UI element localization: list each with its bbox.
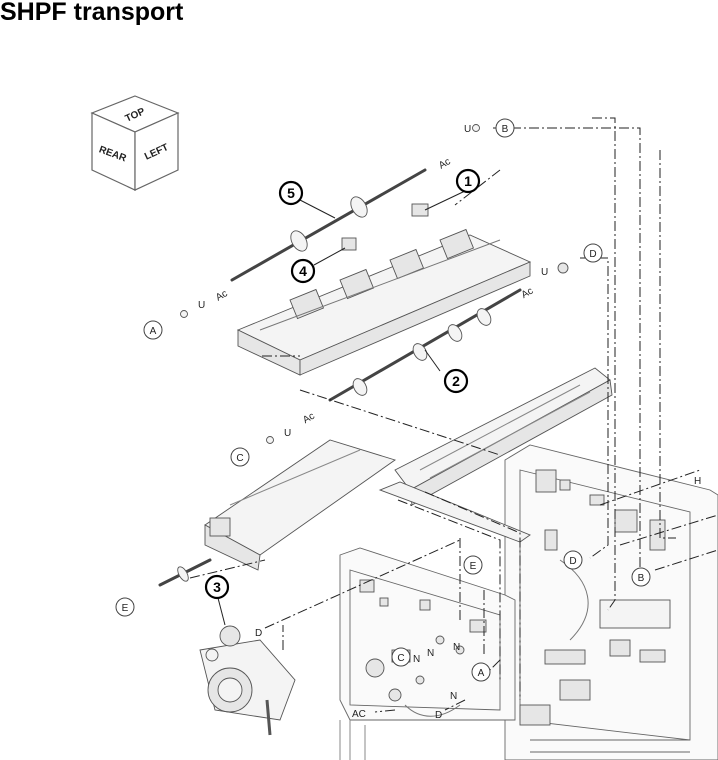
marker-d	[563, 550, 583, 570]
marker-c	[391, 647, 411, 667]
label-u: U	[464, 124, 471, 135]
marker-a	[143, 320, 163, 340]
connector-1	[411, 203, 429, 217]
callout-4	[290, 258, 316, 284]
orientation-cube: TOP REAR LEFT	[90, 95, 180, 191]
fastener-labels: U Ac U Ac U Ac U Ac D N N N N AC D H	[180, 124, 701, 721]
marker-b	[631, 567, 651, 587]
marker-a	[471, 662, 491, 682]
svg-text:C: C	[397, 653, 404, 664]
label-n: N	[413, 654, 420, 665]
label-n: N	[427, 648, 434, 659]
svg-text:B: B	[638, 573, 645, 584]
label-ac: Ac	[437, 156, 453, 171]
connector-4	[341, 237, 357, 251]
label-d: D	[255, 628, 262, 639]
label-u: U	[198, 300, 205, 311]
callout-3	[204, 574, 230, 600]
label-d: D	[435, 710, 442, 721]
label-n: N	[453, 642, 460, 653]
label-ac: Ac	[301, 411, 317, 426]
label-u: U	[284, 428, 291, 439]
upper-guide-assembly	[236, 228, 532, 376]
svg-text:A: A	[478, 668, 485, 679]
callout-2	[443, 368, 469, 394]
svg-text:C: C	[236, 453, 243, 464]
svg-text:E: E	[470, 561, 477, 572]
svg-text:2: 2	[452, 373, 460, 389]
marker-e	[115, 597, 135, 617]
label-n: N	[450, 691, 457, 702]
marker-e	[463, 555, 483, 575]
page-title: SHPF transport	[0, 0, 184, 26]
mid-guide	[378, 367, 613, 543]
callout-5	[278, 180, 304, 206]
svg-text:B: B	[502, 124, 509, 135]
marker-b	[495, 118, 515, 138]
label-h: H	[694, 476, 701, 487]
shafts	[158, 168, 522, 587]
svg-text:4: 4	[299, 263, 307, 279]
printer-frame	[504, 444, 718, 760]
svg-text:A: A	[150, 326, 157, 337]
svg-text:D: D	[569, 556, 576, 567]
svg-text:D: D	[589, 249, 596, 260]
numbered-callouts: 1 2 3 4 5	[204, 168, 481, 626]
marker-c	[230, 447, 250, 467]
letter-markers: B A D C E E D B C A	[115, 118, 651, 682]
svg-text:E: E	[122, 603, 129, 614]
svg-text:3: 3	[213, 579, 221, 595]
label-ac-upper: AC	[352, 709, 366, 720]
lower-guide	[204, 439, 397, 571]
label-ac: Ac	[214, 288, 230, 303]
label-ac: Ac	[520, 286, 536, 301]
callout-1	[455, 168, 481, 194]
motor-assembly	[199, 625, 296, 736]
svg-text:5: 5	[287, 185, 295, 201]
label-u: U	[541, 267, 548, 278]
svg-text:1: 1	[464, 173, 472, 189]
marker-d	[583, 243, 603, 263]
